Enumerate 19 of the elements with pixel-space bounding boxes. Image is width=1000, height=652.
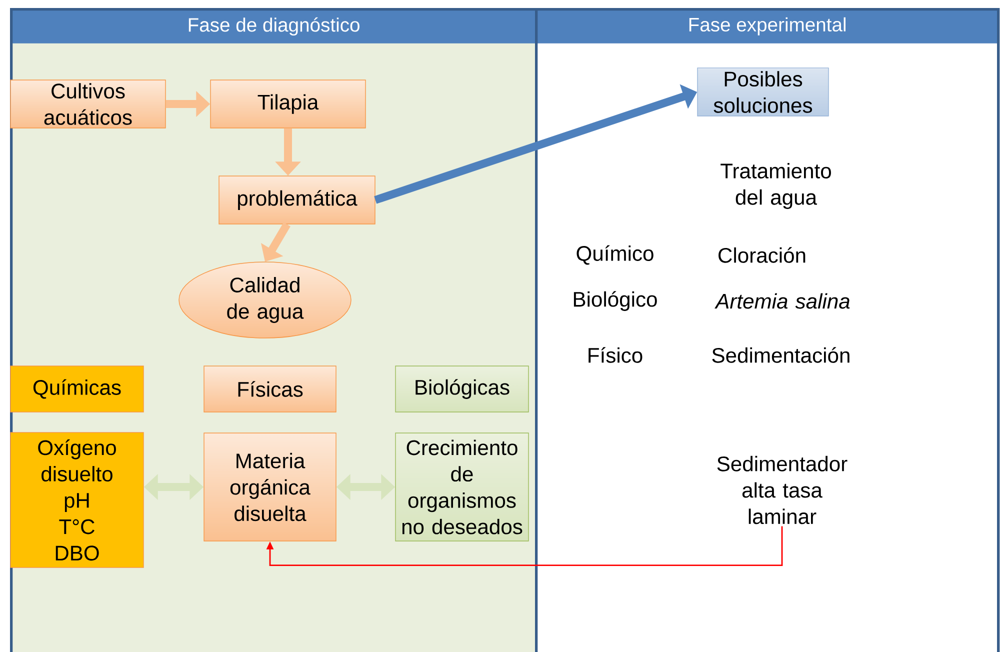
label-text: Sedimentación xyxy=(712,347,850,363)
category-box: Biológicas xyxy=(395,366,529,412)
parameter-box: Materia orgánica disuelta xyxy=(204,432,336,542)
label-text: Cloración xyxy=(718,247,806,263)
label-text: Físico xyxy=(588,347,642,363)
parameter-box: Crecimiento de organismos no deseados xyxy=(395,432,529,542)
category-box: Químicas xyxy=(10,366,144,412)
label-text: Químico xyxy=(576,245,654,265)
label-text: Tratamiento del agua xyxy=(720,163,831,210)
process-box: Cultivos acuáticos xyxy=(10,80,166,128)
solution-box: Posibles soluciones xyxy=(697,68,829,116)
process-box: problemática xyxy=(218,176,376,224)
arrow xyxy=(266,526,783,566)
parameter-box: Oxígeno disuelto pH T°C DBO xyxy=(10,432,144,568)
category-box: Físicas xyxy=(204,366,336,412)
label-text: Biológico xyxy=(574,291,657,311)
process-box: Tilapia xyxy=(210,80,366,128)
label-text: Artemia salina xyxy=(714,293,850,309)
annotation-text: Sedimentador alta tasa laminar xyxy=(717,456,848,524)
